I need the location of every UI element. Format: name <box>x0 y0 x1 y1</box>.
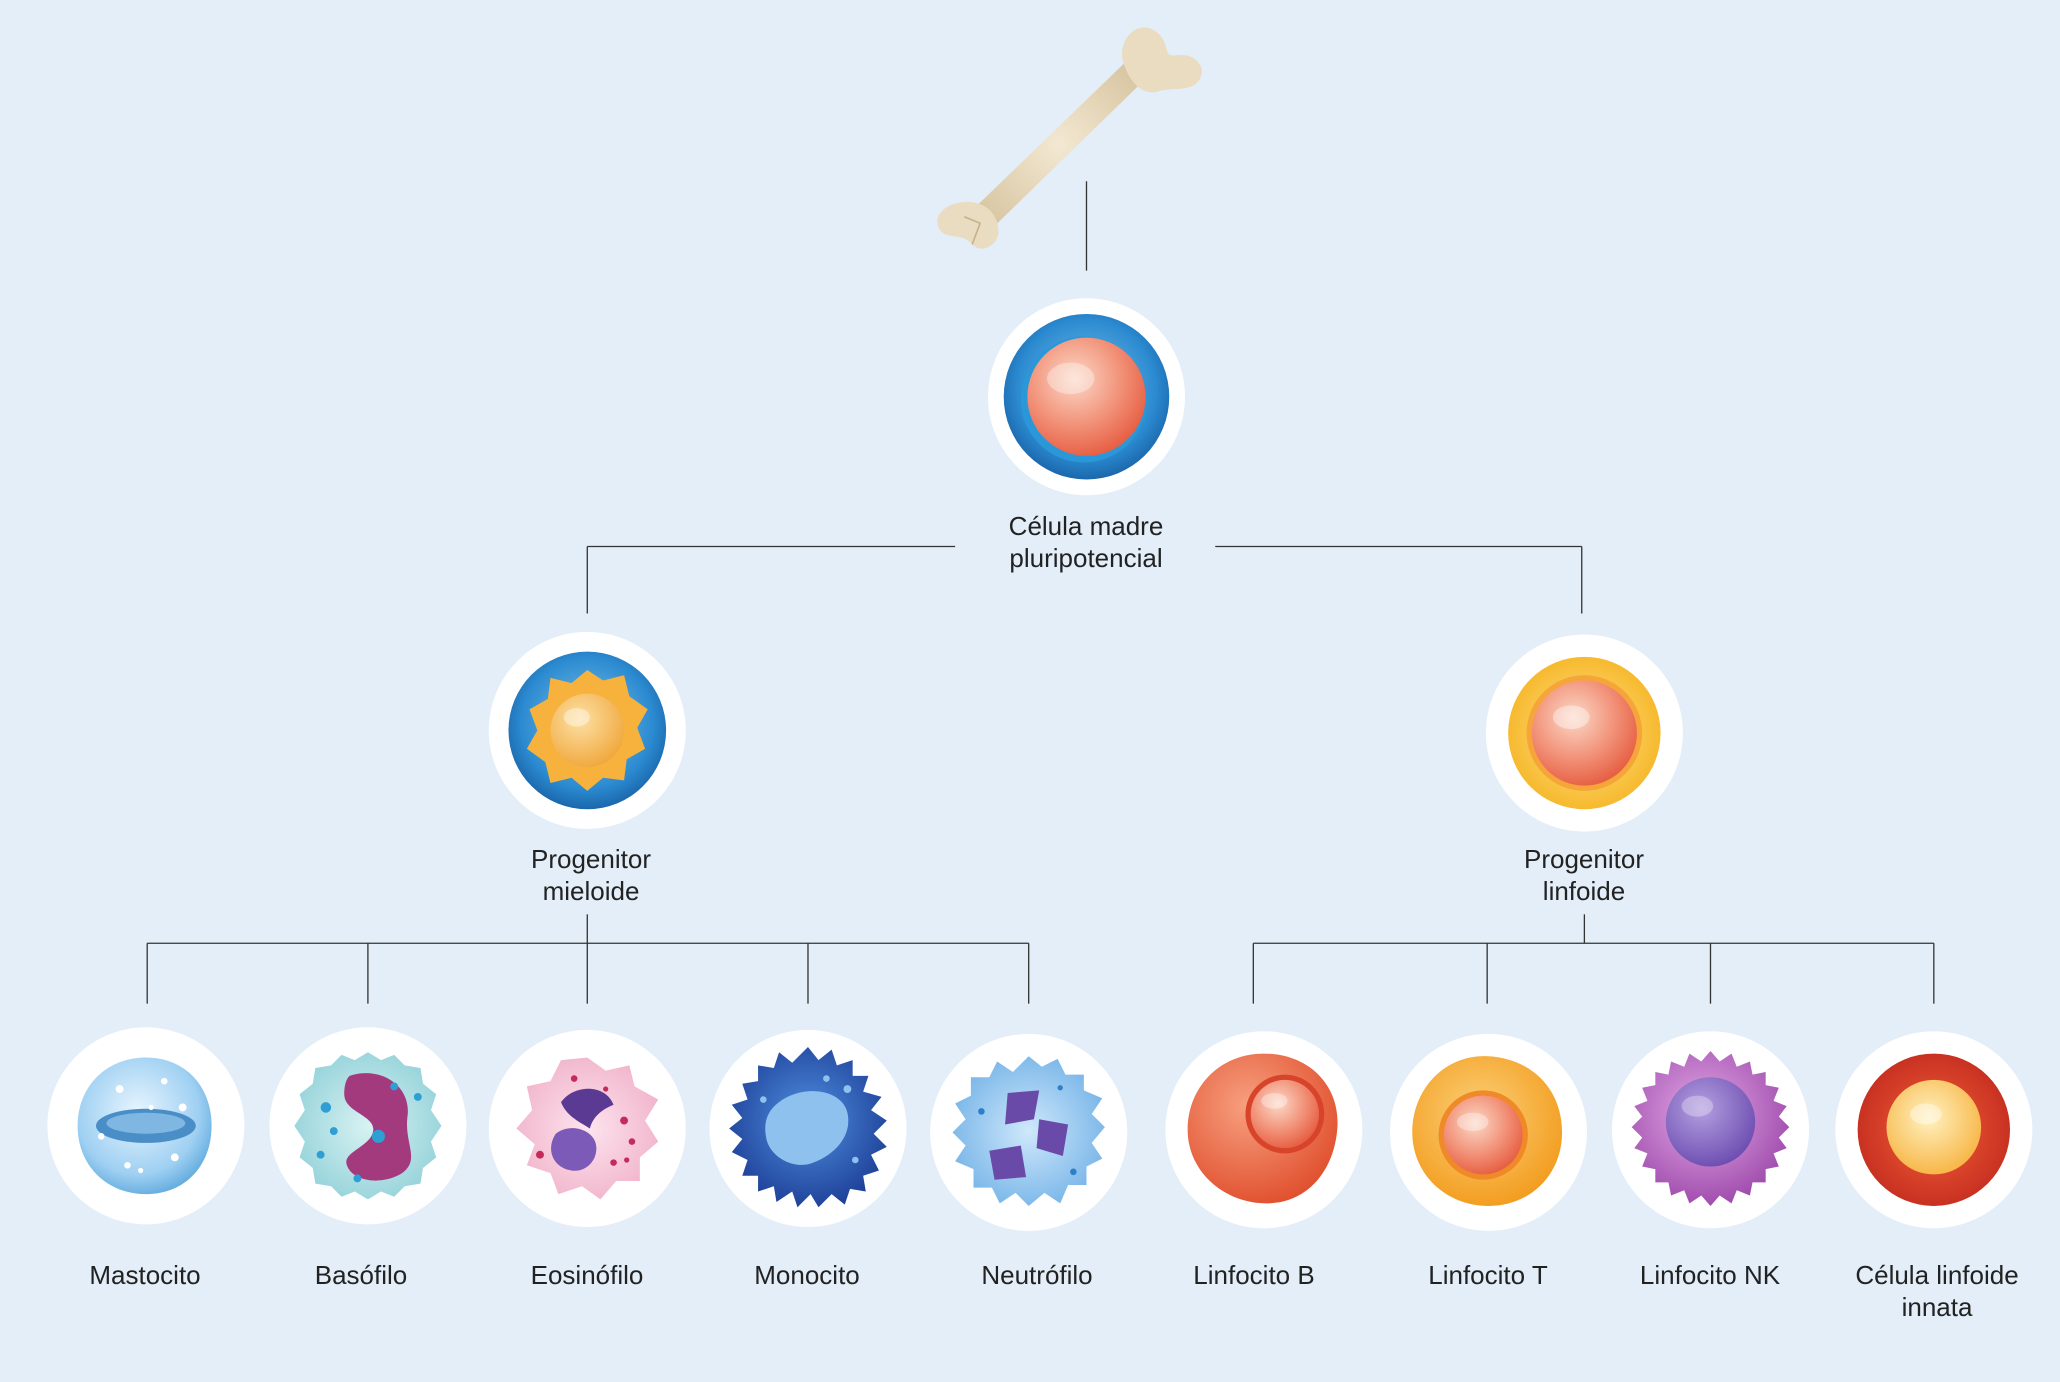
neutrophil-label: Neutrófilo <box>981 1260 1093 1290</box>
myeloid-progenitor-label: Progenitor mieloide <box>531 844 651 906</box>
nk-lymphocyte-label: Linfocito NK <box>1639 1260 1781 1290</box>
neutrophil-icon <box>930 1033 1128 1231</box>
mast-cell-icon <box>47 1027 245 1225</box>
monocyte-icon <box>709 1029 907 1227</box>
basophil-icon <box>269 1027 467 1225</box>
lymphoid-progenitor-icon <box>1485 634 1683 832</box>
nk-lymphocyte-icon <box>1611 1031 1810 1229</box>
eosinophil-icon <box>488 1029 686 1227</box>
lymphoid-progenitor-label: Progenitor linfoide <box>1524 844 1644 906</box>
innate-lymphoid-cell-icon <box>1835 1031 2033 1229</box>
t-lymphocyte-label: Linfocito T <box>1428 1260 1548 1290</box>
t-lymphocyte-icon <box>1389 1033 1588 1231</box>
basophil-label: Basófilo <box>314 1260 408 1290</box>
stem-cell-icon <box>987 298 1186 496</box>
eosinophil-label: Eosinófilo <box>530 1260 644 1290</box>
myeloid-progenitor-icon <box>488 631 686 829</box>
femur-bone-icon <box>937 27 1202 249</box>
mast-cell-label: Mastocito <box>89 1260 201 1290</box>
b-lymphocyte-icon <box>1165 1031 1363 1229</box>
innate-lymphoid-cell-label: Célula linfoide innata <box>1855 1260 2019 1322</box>
b-lymphocyte-label: Linfocito B <box>1193 1260 1315 1290</box>
monocyte-label: Monocito <box>754 1260 860 1290</box>
stem-cell-label: Célula madre pluripotencial <box>1008 511 1164 573</box>
connector-lines <box>146 181 1935 1004</box>
